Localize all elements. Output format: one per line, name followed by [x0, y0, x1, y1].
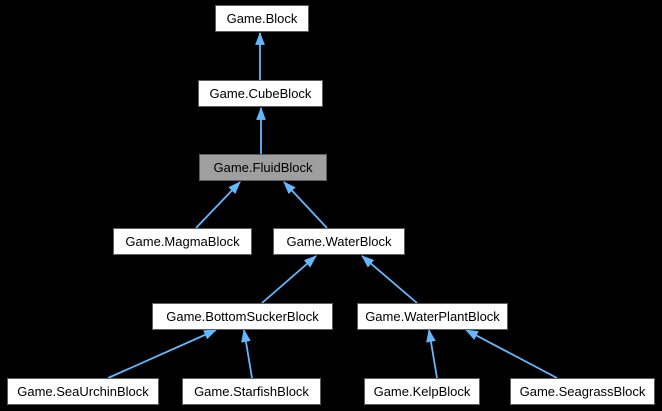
inheritance-arrow-game-kelpblock-to-game-waterplantblock [426, 328, 438, 379]
class-node-game-seaurchinblock[interactable]: Game.SeaUrchinBlock [7, 378, 159, 405]
class-node-game-waterplantblock[interactable]: Game.WaterPlantBlock [357, 303, 508, 330]
inheritance-arrow-game-seagrassblock-to-game-waterplantblock [465, 329, 558, 379]
inheritance-arrow-game-waterplantblock-to-game-waterblock [361, 255, 418, 304]
class-node-game-waterblock[interactable]: Game.WaterBlock [273, 228, 405, 255]
inheritance-arrow-game-magmablock-to-game-fluidblock [195, 181, 241, 229]
class-node-game-fluidblock: Game.FluidBlock [199, 154, 327, 181]
class-node-game-bottomsuckerblock[interactable]: Game.BottomSuckerBlock [152, 303, 333, 330]
class-node-game-magmablock[interactable]: Game.MagmaBlock [113, 228, 252, 255]
class-node-game-starfishblock[interactable]: Game.StarfishBlock [182, 378, 321, 405]
inheritance-arrow-game-seaurchinblock-to-game-bottomsuckerblock [107, 329, 217, 379]
class-node-game-seagrassblock[interactable]: Game.SeagrassBlock [510, 378, 655, 405]
inheritance-arrow-game-waterblock-to-game-fluidblock [283, 181, 328, 229]
class-node-game-block[interactable]: Game.Block [215, 5, 309, 32]
inheritance-arrow-game-bottomsuckerblock-to-game-waterblock [261, 255, 317, 304]
inheritance-arrow-game-starfishblock-to-game-bottomsuckerblock [241, 328, 253, 379]
class-node-game-cubeblock[interactable]: Game.CubeBlock [198, 80, 323, 107]
class-node-game-kelpblock[interactable]: Game.KelpBlock [364, 378, 480, 405]
